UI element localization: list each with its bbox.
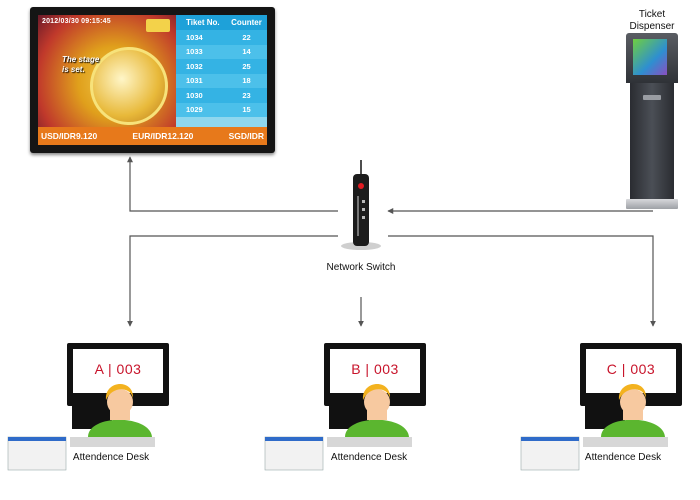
dispenser-label-line2: Dispenser bbox=[629, 21, 675, 32]
table-row: 1031 18 bbox=[176, 73, 267, 88]
desk-b-label: Attendence Desk bbox=[330, 452, 408, 463]
desk-c-screen-text: C | 003 bbox=[606, 361, 656, 377]
queue-display-screen: 2012/03/30 09:15:45 The stage is set. Ti… bbox=[38, 15, 267, 145]
ticker-eur: EUR/IDR12.120 bbox=[132, 131, 194, 141]
ticker-usd: USD/IDR9.120 bbox=[41, 131, 98, 141]
table-row: 1032 25 bbox=[176, 59, 267, 74]
line-switch-to-desk-c bbox=[388, 235, 656, 327]
counter-number: 25 bbox=[242, 61, 251, 71]
counter-number: 14 bbox=[242, 47, 251, 57]
ticket-number: 1030 bbox=[186, 90, 203, 100]
attendance-desk-b bbox=[264, 343, 426, 471]
dispenser-label-line1: Ticket bbox=[638, 9, 666, 20]
counter-number: 22 bbox=[242, 32, 251, 42]
ticket-number: 1032 bbox=[186, 61, 203, 71]
kiosk-touchscreen bbox=[633, 39, 667, 75]
promo-emblem bbox=[90, 47, 168, 125]
queue-table-header: Tiket No. Counter bbox=[176, 15, 267, 30]
line-switch-to-desk-a bbox=[127, 235, 338, 327]
queue-table-body: 1034 22 1033 14 1032 25 1031 18 1030 2 bbox=[176, 30, 267, 117]
attendance-desk-c bbox=[520, 343, 682, 471]
ticket-number: 1029 bbox=[186, 105, 203, 115]
kiosk-base bbox=[626, 199, 678, 209]
table-row: 1033 14 bbox=[176, 44, 267, 59]
desk-a-screen-text: A | 003 bbox=[94, 361, 142, 377]
promo-panel: 2012/03/30 09:15:45 The stage is set. bbox=[38, 15, 176, 127]
ticket-number: 1031 bbox=[186, 76, 203, 86]
desk-b-screen-text: B | 003 bbox=[351, 361, 399, 377]
header-ticket-no: Tiket No. bbox=[186, 18, 220, 27]
brand-logo bbox=[146, 19, 170, 32]
table-row: 1034 22 bbox=[176, 30, 267, 45]
table-row: 1030 23 bbox=[176, 88, 267, 103]
attendance-desk-a bbox=[7, 343, 169, 471]
currency-ticker: USD/IDR9.120 EUR/IDR12.120 SGD/IDR bbox=[38, 127, 267, 145]
counter-number: 15 bbox=[242, 105, 251, 115]
desk-a-label: Attendence Desk bbox=[72, 452, 150, 463]
ticket-number: 1034 bbox=[186, 32, 203, 42]
network-switch-icon bbox=[341, 160, 381, 250]
display-date-time: 2012/03/30 09:15:45 bbox=[42, 18, 111, 25]
line-display-to-switch bbox=[127, 156, 338, 212]
table-row: 1029 15 bbox=[176, 102, 267, 117]
ticker-sgd: SGD/IDR bbox=[228, 131, 264, 141]
dispenser-label: Ticket Dispenser bbox=[614, 9, 690, 33]
desk-c-label: Attendence Desk bbox=[584, 452, 662, 463]
ticket-dispenser-kiosk bbox=[624, 33, 680, 209]
header-counter: Counter bbox=[231, 18, 262, 27]
kiosk-body bbox=[630, 83, 674, 201]
ticket-slot bbox=[643, 95, 661, 100]
counter-number: 23 bbox=[242, 90, 251, 100]
counter-number: 18 bbox=[242, 76, 251, 86]
ticket-number: 1033 bbox=[186, 47, 203, 57]
queue-display-tv: 2012/03/30 09:15:45 The stage is set. Ti… bbox=[30, 7, 275, 153]
queue-table: Tiket No. Counter 1034 22 1033 14 1032 2… bbox=[176, 15, 267, 127]
network-switch-label: Network Switch bbox=[326, 262, 396, 273]
promo-text: The stage is set. bbox=[62, 55, 100, 74]
